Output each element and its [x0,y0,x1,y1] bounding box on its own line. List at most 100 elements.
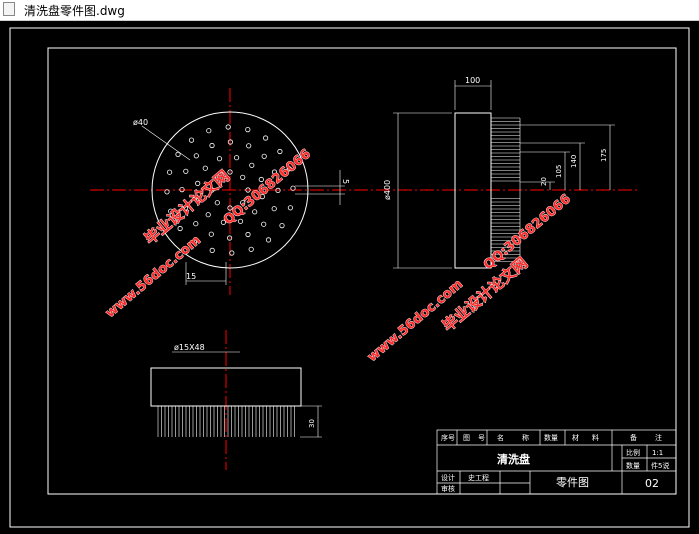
hole [193,221,199,227]
hole [245,187,251,193]
hole [216,156,223,162]
hole [227,139,233,145]
hole [237,218,244,224]
hole [209,187,215,193]
hdr-title: 称 [522,433,529,442]
hole [279,223,285,229]
hole [261,153,267,159]
front-hole-label: ø15X48 [174,343,205,352]
hole [258,176,264,183]
hole [287,205,293,211]
cad-drawing: ø40 15 5 100 ø400 20 105 140 175 [9,27,690,528]
designer-label: 设计 [441,473,455,482]
designer-name: 史工程 [468,473,489,482]
hdr-rem2: 注 [655,433,662,442]
hole [240,174,246,180]
hole [229,250,235,256]
hole [227,169,233,175]
hdr-mat2: 料 [592,433,599,442]
hole-pattern [164,124,296,256]
hole [188,137,195,143]
dim-100: 100 [465,76,480,85]
watermarks: www.56doc.com 毕业设计论文网 QQ:306826066 www.5… [103,146,575,365]
hole [271,169,278,175]
side-body [454,112,492,269]
hole [225,124,231,130]
drawing-canvas[interactable]: ø40 15 5 100 ø400 20 105 140 175 [0,21,699,530]
watermark-qq-2: QQ:306826066 [481,192,574,273]
dim-175: 175 [600,149,608,162]
hdr-name: 名 [497,433,504,442]
hole [175,151,181,157]
hole [196,197,202,204]
hole [245,231,251,238]
hole [209,142,215,149]
hole [277,148,283,155]
hole [182,205,189,211]
hdr-mat1: 材 [572,433,579,442]
window-title: 清洗盘零件图.dwg [24,4,125,18]
hole [168,208,174,214]
hole [202,165,208,171]
drawing-no: 02 [645,477,659,490]
dim-5: 5 [341,179,350,184]
hole [262,135,269,141]
hdr-qty: 数量 [544,433,558,442]
part-name: 清洗盘 [497,452,530,466]
hole [271,206,277,212]
dim-15: 15 [186,272,196,281]
hole [214,174,220,180]
hole [206,128,212,134]
drawing-type: 零件图 [556,476,589,489]
hole [252,209,258,215]
hole [191,239,197,245]
dim-400: ø400 [383,180,392,200]
hole [208,231,214,237]
hole [234,155,240,161]
hole [195,180,201,186]
scale-value: 1:1 [652,449,663,457]
hdr-drawing: 图 [463,434,470,442]
hole [205,212,211,218]
hole [259,194,265,200]
dim-30: 30 [308,419,316,428]
hole [265,237,272,243]
weight-label: 数量 [626,461,640,470]
hole [214,200,220,206]
hole [248,246,254,252]
outer-frame [9,27,690,528]
watermark-name-1: 毕业设计论文网 [141,167,233,248]
title-block-text: 序号 图 号 名 称 数量 材 料 备 注 清洗盘 比例 1:1 数量 件5说 … [441,433,669,493]
plate-circle [151,111,309,269]
top-view: ø40 15 5 [133,111,350,285]
hole [183,168,189,174]
checker-label: 审核 [441,484,455,493]
hole [177,225,183,232]
hole [290,185,296,191]
hdr-seq: 序号 [441,433,455,442]
document-icon [3,2,15,16]
hole [245,127,251,133]
dim-20: 20 [540,177,548,186]
side-view: 100 ø400 20 105 140 175 [383,76,615,269]
hole [164,189,170,195]
weight-value: 件5说 [651,461,669,470]
hole [275,187,281,193]
hdr-rem1: 备 [630,433,637,442]
hole [209,247,215,253]
front-view: ø15X48 30 [150,343,322,438]
hole [220,219,226,225]
side-fins [491,117,521,262]
top-dia-label: ø40 [133,118,148,127]
inner-frame [47,47,677,495]
front-body [150,367,302,407]
hole [286,166,292,172]
hole [179,187,185,193]
hole [240,200,246,206]
hole [227,205,233,211]
hole [261,221,267,227]
dim-140: 140 [570,155,578,168]
hole [193,153,199,159]
title-bar: 清洗盘零件图.dwg [0,0,699,21]
front-fins [157,406,295,437]
